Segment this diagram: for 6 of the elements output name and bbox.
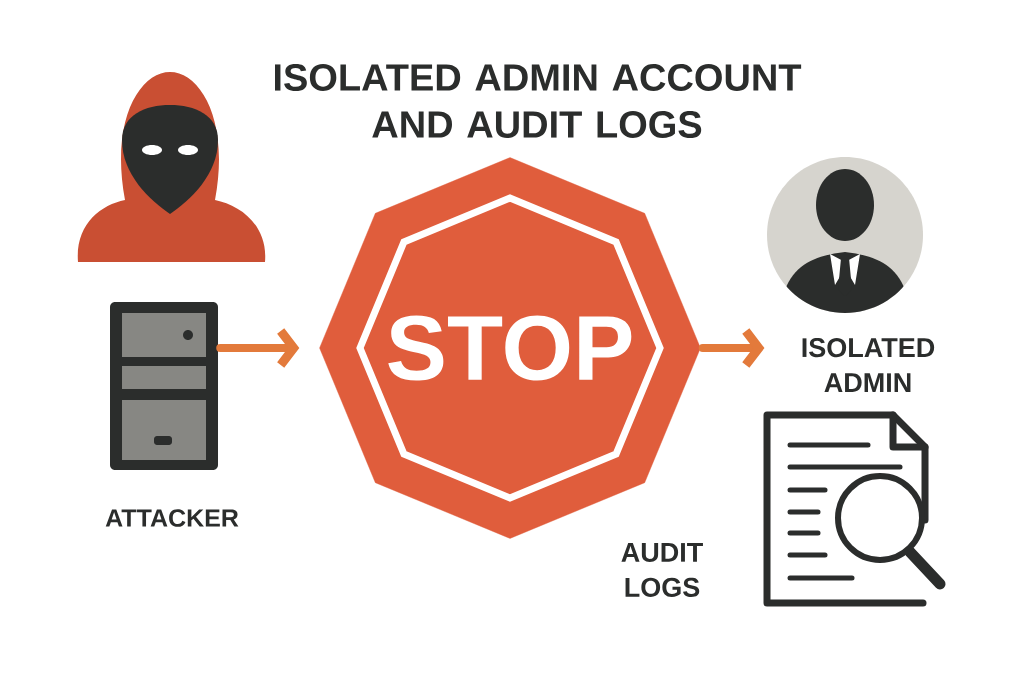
stop-sign: STOP (319, 157, 701, 539)
title: ISOLATED ADMIN ACCOUNT AND AUDIT LOGS (274, 64, 802, 138)
node-label: ISOLATED ADMIN (802, 338, 935, 392)
arrow (216, 328, 300, 368)
node-caption: ATTACKER (105, 509, 239, 527)
server-drawing (110, 302, 218, 470)
